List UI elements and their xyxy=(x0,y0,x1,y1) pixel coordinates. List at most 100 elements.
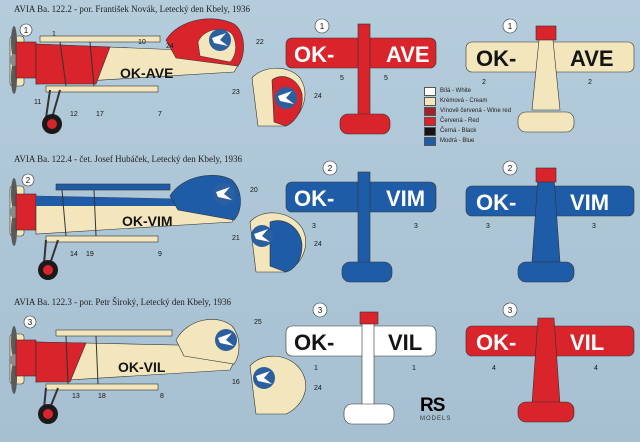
legend-item-cream: Krémová - Cream xyxy=(424,96,520,106)
svg-text:4: 4 xyxy=(492,365,496,372)
svg-text:19: 19 xyxy=(86,251,94,258)
logo-mark: RS xyxy=(420,395,445,416)
bottom-view-ave: OK- AVE xyxy=(465,25,635,133)
svg-text:25: 25 xyxy=(254,319,262,326)
svg-text:1: 1 xyxy=(320,22,325,31)
svg-text:3: 3 xyxy=(414,223,418,230)
svg-text:8: 8 xyxy=(160,393,164,400)
svg-text:3: 3 xyxy=(318,306,323,315)
top-view-vil: OK- VIL xyxy=(285,311,437,425)
rs-models-logo: RS MODELS xyxy=(420,396,454,430)
svg-text:5: 5 xyxy=(340,75,344,82)
svg-text:12: 12 xyxy=(70,111,78,118)
svg-text:4: 4 xyxy=(594,365,598,372)
svg-text:14: 14 xyxy=(70,251,78,258)
svg-text:10: 10 xyxy=(138,39,146,46)
svg-text:18: 18 xyxy=(98,393,106,400)
fin-detail-vim xyxy=(249,212,306,273)
wing-code-vim-right: VIM xyxy=(386,186,425,211)
title-vim: AVIA Ba. 122.4 - čet. Josef Hubáček, Let… xyxy=(14,154,242,164)
marker-3-top: 3 xyxy=(312,302,328,318)
svg-text:20: 20 xyxy=(250,187,258,194)
legend-item-wine-red: Vínově červená - Wine red xyxy=(424,106,520,116)
svg-text:24: 24 xyxy=(314,93,322,100)
logo-text: MODELS xyxy=(420,416,452,422)
marker-3-bottom: 3 xyxy=(502,302,518,318)
registration-ave: OK-AVE xyxy=(120,65,173,81)
svg-text:23: 23 xyxy=(232,89,240,96)
color-legend: Bílá - White Krémová - Cream Vínově červ… xyxy=(424,86,520,146)
wing-code-vil-bottom-right: VIL xyxy=(570,330,604,355)
title-ave: AVIA Ba. 122.2 - por. František Novák, L… xyxy=(14,4,250,14)
marker-2-side: 2 xyxy=(21,173,35,187)
marker-1-bottom: 1 xyxy=(502,18,518,34)
wing-code-vim-bottom-left: OK- xyxy=(476,190,516,215)
marker-2-top: 2 xyxy=(322,160,338,176)
svg-text:1: 1 xyxy=(52,31,56,38)
svg-text:24: 24 xyxy=(166,43,174,50)
svg-text:9: 9 xyxy=(158,251,162,258)
legend-item-blue: Modrá - Blue xyxy=(424,136,520,146)
bottom-view-vil: OK- VIL xyxy=(465,317,635,423)
callout-numbers: 1 10 24 22 11 12 17 7 23 24 20 14 19 9 2… xyxy=(34,31,598,400)
legend-item-red: Červená - Red xyxy=(424,116,520,126)
wing-code-ave-bottom-left: OK- xyxy=(476,46,516,71)
wing-code-ave-bottom-right: AVE xyxy=(570,46,614,71)
top-view-vim: OK- VIM xyxy=(285,171,437,283)
svg-text:21: 21 xyxy=(232,235,240,242)
svg-text:2: 2 xyxy=(508,164,513,173)
black-swatch xyxy=(424,126,436,136)
marker-1-top: 1 xyxy=(314,18,330,34)
white-swatch xyxy=(424,86,436,96)
svg-text:11: 11 xyxy=(34,99,41,106)
fin-detail-ave xyxy=(251,67,306,127)
svg-text:3: 3 xyxy=(592,223,596,230)
svg-text:2: 2 xyxy=(328,164,333,173)
registration-vim: OK-VIM xyxy=(122,213,173,229)
marker-3-side: 3 xyxy=(23,315,37,329)
wing-code-vil-right: VIL xyxy=(388,330,422,355)
svg-text:3: 3 xyxy=(312,223,316,230)
wing-code-vim-left: OK- xyxy=(294,186,334,211)
svg-text:5: 5 xyxy=(384,75,388,82)
svg-text:16: 16 xyxy=(232,379,240,386)
svg-text:24: 24 xyxy=(314,241,322,248)
blue-swatch xyxy=(424,136,436,146)
wine-red-swatch xyxy=(424,106,436,116)
side-profile-vil: OK-VIL xyxy=(9,319,240,424)
registration-vil: OK-VIL xyxy=(118,359,166,375)
wing-code-vil-left: OK- xyxy=(294,330,334,355)
svg-text:1: 1 xyxy=(24,26,29,35)
svg-text:2: 2 xyxy=(482,79,486,86)
wing-code-vim-bottom-right: VIM xyxy=(570,190,609,215)
fin-detail-vil xyxy=(249,355,306,415)
svg-text:2: 2 xyxy=(26,176,31,185)
svg-text:7: 7 xyxy=(158,111,162,118)
svg-text:17: 17 xyxy=(96,111,104,118)
svg-text:3: 3 xyxy=(486,223,490,230)
svg-text:13: 13 xyxy=(72,393,80,400)
title-vil: AVIA Ba. 122.3 - por. Petr Široký, Letec… xyxy=(14,297,231,307)
red-swatch xyxy=(424,116,436,126)
legend-item-black: Černá - Black xyxy=(424,126,520,136)
svg-text:3: 3 xyxy=(28,318,33,327)
wing-code-ave-right: AVE xyxy=(386,42,430,67)
marker-2-bottom: 2 xyxy=(502,160,518,176)
top-view-ave: OK- AVE xyxy=(285,23,437,135)
svg-text:24: 24 xyxy=(314,385,322,392)
svg-text:2: 2 xyxy=(588,79,592,86)
wing-code-vil-bottom-left: OK- xyxy=(476,330,516,355)
side-profile-ave: OK-AVE xyxy=(9,18,244,134)
svg-text:22: 22 xyxy=(256,39,264,46)
side-profile-vim: OK-VIM xyxy=(9,174,241,280)
bottom-view-vim: OK- VIM xyxy=(465,167,635,283)
svg-text:3: 3 xyxy=(508,306,513,315)
svg-text:1: 1 xyxy=(314,365,318,372)
legend-item-white: Bílá - White xyxy=(424,86,520,96)
svg-text:1: 1 xyxy=(508,22,513,31)
cream-swatch xyxy=(424,96,436,106)
wing-code-ave-left: OK- xyxy=(294,42,334,67)
marker-1-side: 1 xyxy=(19,23,33,37)
